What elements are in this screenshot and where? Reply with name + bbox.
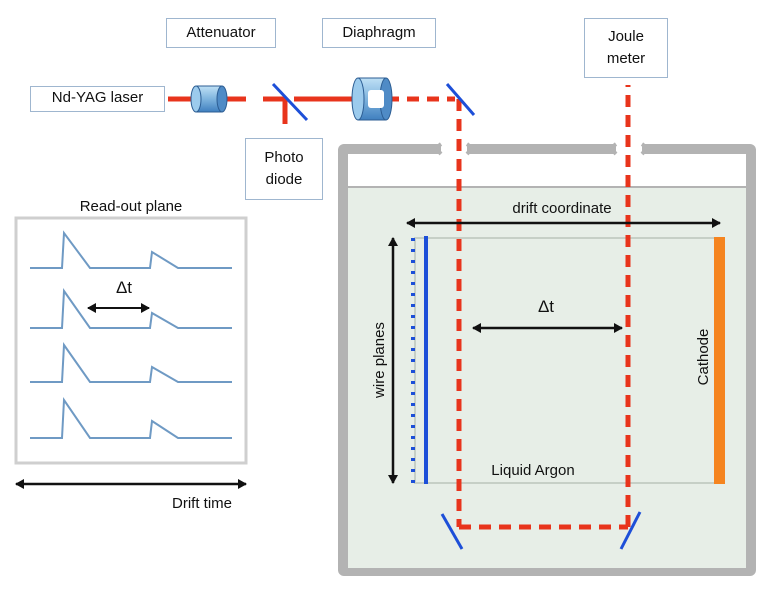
chamber-delta-label: Δt [538, 297, 554, 316]
liquid-argon-volume [348, 187, 746, 568]
readout-plane-panel [14, 216, 248, 465]
photo-diode-label-box: Photo diode [245, 138, 323, 200]
signal-trace-2 [30, 288, 232, 329]
cathode-plate [714, 237, 725, 484]
diaphragm-label: Diaphragm [342, 24, 416, 41]
attenuator-label-box: Attenuator [166, 18, 276, 48]
drift-time-label: Drift time [172, 495, 232, 512]
signal-trace-3 [30, 342, 232, 383]
photo-diode-label-line1: Photo [264, 149, 304, 166]
mirror-bottom-right [619, 511, 642, 550]
readout-delta-label: Δt [116, 278, 132, 297]
joule-meter-label-line1: Joule [608, 28, 644, 45]
signal-trace-1 [30, 230, 232, 269]
attenuator-label: Attenuator [186, 24, 256, 41]
mirror-bottom-left [440, 513, 464, 550]
cathode-label: Cathode [695, 329, 712, 386]
photo-diode-label-line2: diode [265, 171, 303, 188]
diaphragm-label-box: Diaphragm [322, 18, 436, 48]
attenuator-cylinder [190, 85, 228, 113]
laser-label: Nd-YAG laser [51, 89, 144, 106]
wire-planes-label: wire planes [371, 322, 388, 399]
liquid-argon-label: Liquid Argon [491, 462, 574, 479]
signal-trace-4 [30, 396, 232, 439]
joule-meter-label-box: Joule meter [584, 18, 668, 78]
readout-signals [30, 230, 232, 439]
mirror-top [445, 83, 476, 116]
laser-beam [168, 85, 631, 530]
readout-plane-title: Read-out plane [80, 198, 183, 215]
joule-meter-label-line2: meter [606, 50, 646, 67]
laser-label-box: Nd-YAG laser [30, 86, 165, 112]
beam-splitter-mirror [271, 82, 309, 122]
diaphragm-cylinder [351, 77, 393, 121]
drift-coordinate-label: drift coordinate [512, 200, 611, 217]
